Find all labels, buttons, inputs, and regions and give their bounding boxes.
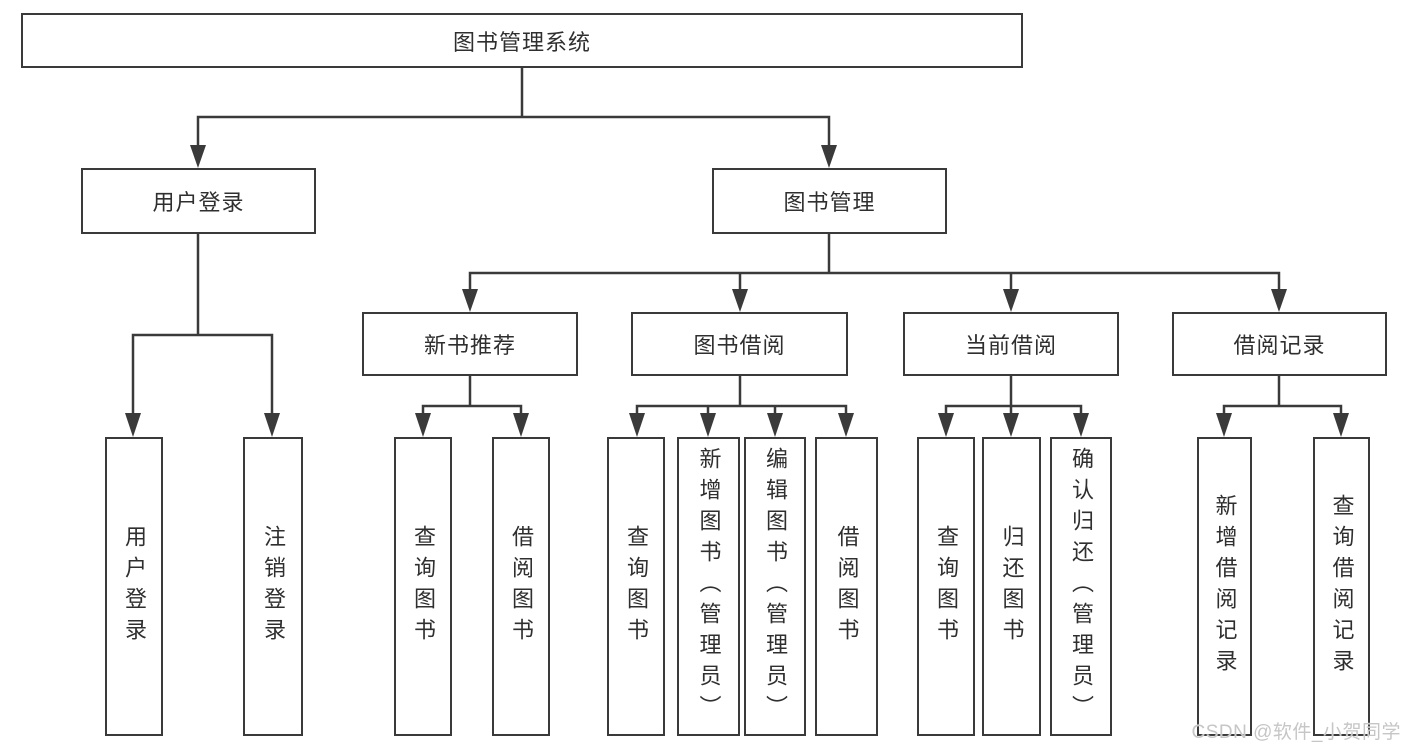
node-label: 图书管理系统	[452, 29, 591, 55]
node-label: 借阅图书	[509, 524, 534, 649]
arrowhead	[1003, 289, 1019, 312]
connector-userlogin-to-leaves	[131, 232, 274, 420]
node-leaf-logout: 注销登录	[243, 437, 303, 736]
node-label: 用户登录	[122, 524, 147, 649]
node-label: 查询图书	[411, 524, 436, 649]
arrowhead	[767, 413, 783, 437]
arrowhead	[1271, 289, 1287, 312]
node-label: 借阅记录	[1233, 333, 1326, 358]
node-leaf-add-book-admin: 新增图书（管理员）	[677, 437, 740, 736]
node-label: 查询图书	[624, 524, 649, 649]
node-label: 编辑图书（管理员）	[763, 447, 788, 726]
node-leaf-query-book-current: 查询图书	[917, 437, 975, 736]
node-label: 新增图书（管理员）	[696, 447, 722, 726]
connector-borrow-to-leaves	[635, 374, 848, 422]
node-label: 用户登录	[152, 190, 245, 215]
node-borrow-records: 借阅记录	[1172, 312, 1387, 376]
arrowhead	[125, 413, 141, 437]
arrowhead	[462, 289, 478, 312]
node-leaf-query-book-borrow: 查询图书	[607, 437, 665, 736]
arrowhead	[1003, 413, 1019, 437]
node-leaf-query-borrow-record: 查询借阅记录	[1313, 437, 1370, 736]
node-root-library-system: 图书管理系统	[21, 13, 1023, 68]
node-label: 借阅图书	[834, 524, 860, 649]
csdn-watermark: CSDN @软件_小贺同学	[1191, 722, 1401, 743]
node-leaf-query-book-recommend: 查询图书	[394, 437, 452, 736]
arrowhead	[264, 413, 280, 437]
node-label: 归还图书	[999, 524, 1025, 649]
node-user-login: 用户登录	[81, 168, 316, 234]
arrowhead	[838, 413, 854, 437]
node-new-book-recommend: 新书推荐	[362, 312, 578, 376]
arrowhead	[1216, 413, 1232, 437]
arrowhead	[629, 413, 645, 437]
arrowheads	[125, 145, 1349, 437]
connector-bookmgmt-to-level3	[468, 232, 1281, 296]
node-leaf-user-login: 用户登录	[105, 437, 163, 736]
node-label: 注销登录	[261, 524, 286, 649]
node-book-management: 图书管理	[712, 168, 947, 234]
node-leaf-return-book: 归还图书	[982, 437, 1041, 736]
arrowhead	[1333, 413, 1349, 437]
arrowhead	[415, 413, 431, 437]
node-leaf-add-borrow-record: 新增借阅记录	[1197, 437, 1252, 736]
node-label: 确认归还（管理员）	[1069, 447, 1094, 726]
node-current-borrow: 当前借阅	[903, 312, 1119, 376]
arrowhead	[938, 413, 954, 437]
connector-root-to-level2	[196, 66, 831, 152]
node-leaf-borrow-book-recommend: 借阅图书	[492, 437, 550, 736]
node-leaf-confirm-return-admin: 确认归还（管理员）	[1050, 437, 1112, 736]
node-label: 当前借阅	[964, 333, 1057, 358]
arrowhead	[700, 413, 716, 437]
arrowhead	[1073, 413, 1089, 437]
connector-records-to-leaves	[1222, 374, 1343, 422]
arrowhead	[513, 413, 529, 437]
arrowhead	[190, 145, 206, 168]
node-leaf-edit-book-admin: 编辑图书（管理员）	[744, 437, 806, 736]
node-label: 查询借阅记录	[1329, 493, 1355, 680]
node-leaf-borrow-book: 借阅图书	[815, 437, 878, 736]
node-label: 图书管理	[783, 190, 876, 215]
node-label: 新书推荐	[423, 333, 516, 358]
node-book-borrow: 图书借阅	[631, 312, 848, 376]
arrowhead	[732, 289, 748, 312]
node-label: 新增借阅记录	[1212, 493, 1238, 680]
connector-recommend-to-leaves	[421, 374, 523, 422]
node-label: 图书借阅	[693, 333, 786, 358]
arrowhead	[821, 145, 837, 168]
node-label: 查询图书	[934, 524, 959, 649]
